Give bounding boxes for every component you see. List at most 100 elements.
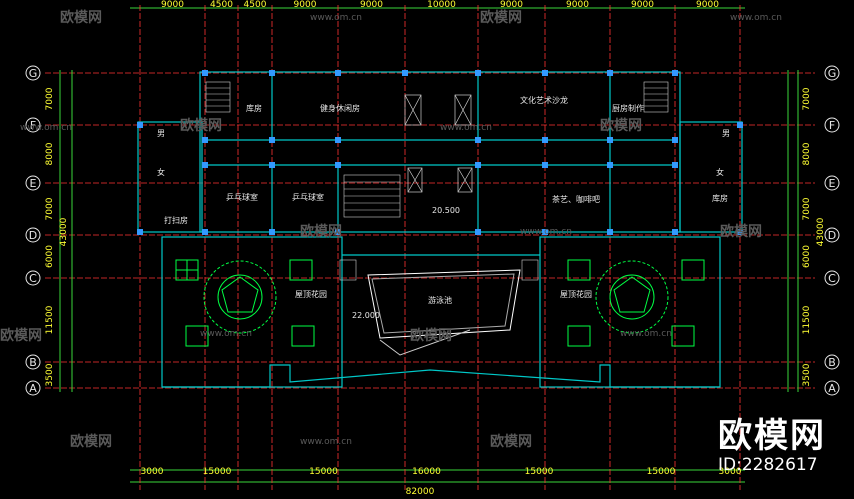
room-tea-coffee: 茶艺、咖啡吧 [552,194,600,204]
top-dimension-line [130,7,745,483]
overall-height-label-left: 43000 [59,217,69,246]
column [202,70,208,76]
watermark-text: 欧模网 [0,327,42,344]
room-storage-right: 库房 [712,193,728,203]
elevation-mark-2: 22.000 [352,311,380,320]
room-roof-garden-left: 屋顶花园 [295,289,327,299]
watermark-text: 欧模网 [60,9,102,26]
side-dimension: 3500 [802,363,812,386]
column [269,137,275,143]
elevation-mark-1: 20.500 [432,206,460,215]
axis-label: D [29,229,37,242]
brand-name: 欧模网 [718,416,826,456]
watermark-text: 欧模网 [480,9,522,26]
axis-bubble [25,65,41,81]
axis-label: A [828,382,836,395]
side-dimension: 6000 [802,245,812,268]
column [672,229,678,235]
axis-bubble [824,354,840,370]
side-dimension: 7000 [802,197,812,220]
column [335,162,341,168]
bottom-dimension: 15000 [203,467,232,477]
building-walls [137,71,743,388]
top-dimension: 9000 [631,0,654,10]
axis-label: E [829,177,836,190]
top-dimension: 4500 [210,0,233,10]
column [672,70,678,76]
axis-bubble [824,227,840,243]
watermarks: 欧模网 欧模网 www.om.cn www.om.cn 欧模网 欧模网 www.… [0,9,782,450]
top-dimension: 9000 [500,0,523,10]
watermark-text: 欧模网 [600,117,642,134]
room-culture-salon: 文化艺术沙龙 [520,95,568,105]
column [137,122,143,128]
column [335,229,341,235]
axis-bubble [25,354,41,370]
room-roof-garden-right: 屋顶花园 [560,289,592,299]
top-dimension: 9000 [360,0,383,10]
swimming-pool [367,269,521,356]
column [202,229,208,235]
room-cleaning: 打扫房 [164,215,188,225]
axis-bubble [824,380,840,396]
side-dimension: 7000 [45,197,55,220]
axis-label: A [29,382,37,395]
bottom-dimension: 15000 [525,467,554,477]
room-male-left: 男 [157,129,165,138]
right-dimension-texts: 7000 8000 7000 6000 11500 3500 [802,87,812,386]
room-kitchen: 厨房制作 [612,103,644,113]
room-gym: 健身休闲房 [320,103,360,113]
side-dimension: 8000 [45,142,55,165]
column [475,137,481,143]
column [737,122,743,128]
column [335,70,341,76]
side-dimension: 8000 [802,142,812,165]
side-dimension: 11500 [802,305,812,334]
axis-label: E [30,177,37,190]
watermark-text: 欧模网 [70,433,112,450]
column [542,229,548,235]
bottom-dimension: 3000 [719,467,742,477]
side-dimension: 6000 [45,245,55,268]
axis-grid [45,5,815,490]
top-dimension: 10000 [427,0,456,10]
column [269,70,275,76]
column [335,137,341,143]
column [475,162,481,168]
column [672,137,678,143]
watermark-url: www.om.cn [310,13,362,23]
axis-label: C [828,272,836,285]
watermark-text: 欧模网 [410,327,452,344]
total-width-label: 82000 [406,487,435,497]
bottom-dimension: 15000 [309,467,338,477]
column [607,229,613,235]
room-pingpong-2: 乒乓球室 [292,192,324,202]
axis-label: B [828,356,836,369]
watermark-url: www.om.cn [620,329,672,339]
elevator-shafts [404,94,473,193]
column [475,229,481,235]
axis-bubble [824,65,840,81]
watermark-url: www.om.cn [730,13,782,23]
column [607,137,613,143]
side-dimension-lines [59,70,799,392]
side-dimension: 7000 [802,87,812,110]
axis-bubble [25,380,41,396]
axis-bubble [824,175,840,191]
top-dimension: 9000 [696,0,719,10]
bottom-dimension: 15000 [647,467,676,477]
column [607,70,613,76]
axis-label: D [828,229,836,242]
axis-bubble [25,175,41,191]
axis-label: B [29,356,37,369]
axis-bubble [824,270,840,286]
watermark-url: www.om.cn [520,227,572,237]
column [402,70,408,76]
column [542,137,548,143]
room-female-left: 女 [157,167,165,177]
column [137,229,143,235]
